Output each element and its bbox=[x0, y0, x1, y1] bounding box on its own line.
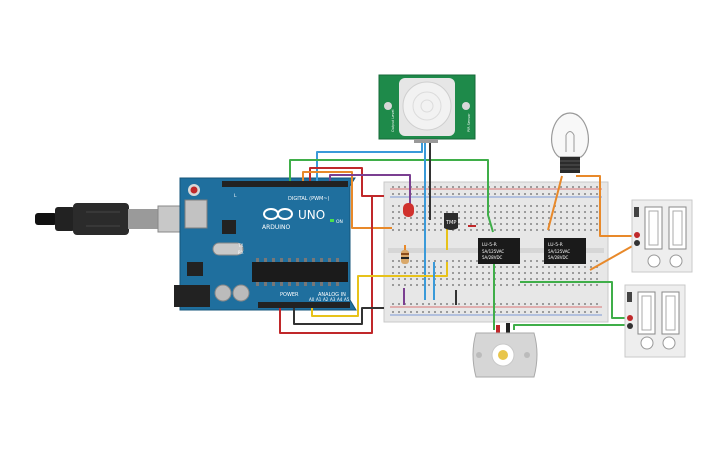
wire-orange-bulb bbox=[576, 175, 634, 237]
analog-label: ANALOG IN bbox=[318, 292, 346, 298]
wire-green-supply-2 bbox=[513, 324, 628, 330]
svg-text:LU-5-R: LU-5-R bbox=[548, 242, 563, 248]
arduino-logo-text: ARDUINO bbox=[262, 224, 291, 231]
power-supply-icon[interactable] bbox=[624, 284, 686, 358]
svg-text:A5: A5 bbox=[344, 297, 350, 302]
reset-button[interactable] bbox=[190, 186, 198, 194]
power-supply-icon[interactable] bbox=[631, 199, 693, 273]
resistor[interactable] bbox=[401, 250, 409, 264]
dc-motor-icon[interactable] bbox=[472, 323, 538, 378]
tx-led-label: TX bbox=[237, 243, 243, 248]
arduino-board[interactable]: ARDUINO UNO DIGITAL (PWM~) POWER ANALOG … bbox=[174, 177, 357, 311]
wire-green-supply bbox=[520, 281, 630, 319]
wire-green-pir bbox=[289, 159, 494, 233]
digital-label: DIGITAL (PWM~) bbox=[288, 196, 330, 202]
usb-plug-icon bbox=[35, 203, 197, 235]
l-led-label: L bbox=[234, 193, 237, 199]
on-led-label: ON bbox=[336, 219, 343, 225]
analog-pin-labels: A0 A1 A2 A3 A4 A5 bbox=[309, 297, 350, 302]
svg-text:A1: A1 bbox=[316, 297, 322, 302]
svg-text:5A/28VDC: 5A/28VDC bbox=[482, 255, 503, 260]
svg-text:5A/125VAC: 5A/125VAC bbox=[548, 249, 570, 254]
wire-blue-pir bbox=[316, 140, 423, 181]
tmp-label: TMP bbox=[445, 220, 456, 226]
svg-text:A2: A2 bbox=[323, 297, 329, 302]
wire-orange-supply bbox=[589, 243, 637, 271]
svg-text:5A/28VDC: 5A/28VDC bbox=[548, 255, 569, 260]
wire-purple bbox=[329, 174, 411, 205]
relay-1[interactable]: LU-5-R 5A/125VAC 5A/28VDC bbox=[478, 238, 520, 264]
wire-orange-bulb-2 bbox=[547, 175, 563, 231]
pir-right-text: PIR Sensor bbox=[467, 113, 471, 132]
wire-red-power bbox=[279, 196, 373, 334]
svg-text:A0: A0 bbox=[309, 297, 315, 302]
wire-orange-board bbox=[302, 171, 392, 229]
pir-left-text: Output Level bbox=[391, 109, 395, 132]
temperature-sensor[interactable]: TMP bbox=[444, 213, 458, 230]
svg-text:A3: A3 bbox=[330, 297, 336, 302]
power-label: POWER bbox=[280, 292, 299, 298]
svg-text:LU-5-R: LU-5-R bbox=[482, 242, 497, 248]
svg-text:A4: A4 bbox=[337, 297, 343, 302]
on-led bbox=[330, 219, 334, 222]
relay-2[interactable]: LU-5-R 5A/125VAC 5A/28VDC bbox=[544, 238, 586, 264]
red-led[interactable] bbox=[403, 203, 414, 217]
wire-black-power bbox=[293, 307, 384, 325]
arduino-model: UNO bbox=[298, 208, 325, 222]
wire-yellow-analog bbox=[311, 262, 448, 317]
svg-text:5A/125VAC: 5A/125VAC bbox=[482, 249, 504, 254]
pir-sensor[interactable]: Output Level PIR Sensor bbox=[378, 74, 476, 143]
rx-led-label: RX bbox=[238, 250, 244, 255]
light-bulb-icon[interactable] bbox=[551, 112, 589, 173]
